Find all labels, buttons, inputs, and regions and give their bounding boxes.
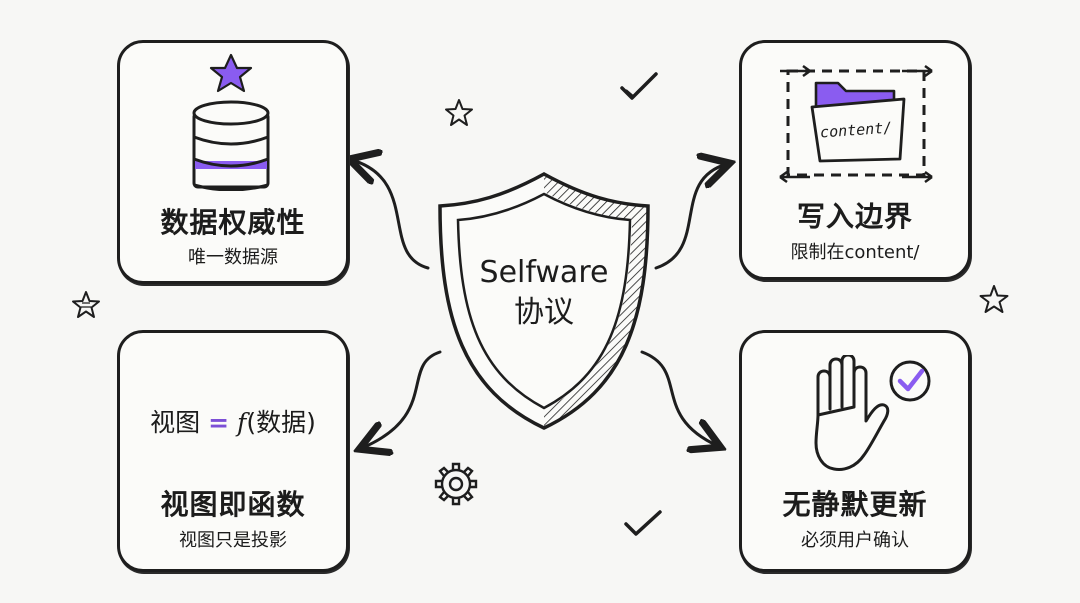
card-data-authority: 数据权威性 唯一数据源 (117, 40, 349, 284)
equals-sign: = (208, 408, 230, 437)
formula-view: 视图 (150, 408, 201, 437)
arrow-to-view-function (362, 350, 442, 448)
arrow-to-data-authority (352, 160, 430, 270)
database-icon (192, 53, 270, 191)
card-subtitle: 视图只是投影 (179, 530, 287, 551)
star-icon (72, 291, 100, 318)
card-subtitle: 必须用户确认 (801, 530, 909, 551)
card-subtitle: 唯一数据源 (188, 247, 278, 268)
checkmark-icon (624, 510, 662, 536)
formula-function: f (237, 408, 247, 437)
card-view-function: 视图 = f(数据) 视图即函数 视图只是投影 (117, 330, 349, 572)
card-no-silent-update: 无静默更新 必须用户确认 (739, 330, 971, 572)
checkmark-icon (620, 72, 658, 100)
gear-icon (434, 462, 478, 506)
hand-icon (814, 355, 931, 471)
formula-argument: (数据) (246, 408, 316, 437)
center-title: Selfware (479, 255, 609, 290)
card-title: 无静默更新 (782, 488, 928, 521)
shield-icon (438, 172, 650, 430)
arrow-to-write-boundary (654, 164, 727, 270)
card-title: 视图即函数 (160, 488, 306, 521)
card-write-boundary: content/ 写入边界 限制在content/ (739, 40, 971, 280)
card-title: 写入边界 (796, 200, 913, 233)
star-icon (979, 285, 1009, 313)
center-subtitle: 协议 (514, 295, 574, 330)
card-title: 数据权威性 (160, 206, 306, 239)
view-formula: 视图 = f(数据) (120, 403, 346, 439)
folder-icon (779, 64, 933, 184)
star-icon (445, 99, 473, 126)
card-subtitle: 限制在content/ (790, 242, 920, 263)
